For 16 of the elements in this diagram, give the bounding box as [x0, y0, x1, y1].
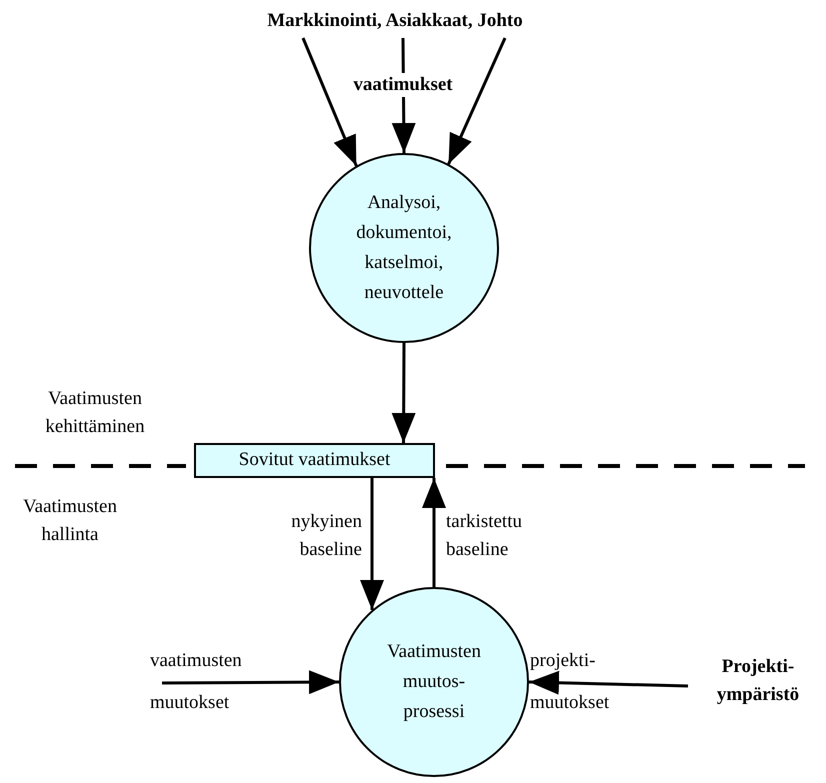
- arrow: [392, 343, 416, 443]
- edge-label: nykyinen baseline: [290, 510, 362, 562]
- arrow: [528, 670, 688, 695]
- edge-label: vaatimusten muutokset: [150, 649, 243, 715]
- arrow: [162, 670, 339, 694]
- arrow: [447, 37, 506, 165]
- source-label: Markkinointi, Asiakkaat, Johto: [200, 6, 590, 36]
- arrow: [360, 478, 384, 610]
- section-label: Vaatimusten kehittäminen: [44, 387, 146, 439]
- source-label: Projekti- ympäristö: [690, 652, 826, 710]
- arrow: [302, 37, 358, 166]
- data-store-box: Sovitut vaatimukset: [194, 443, 435, 478]
- arrow: [422, 478, 446, 587]
- section-label: Vaatimusten hallinta: [22, 495, 118, 547]
- edge-label: projekti- muutokset: [530, 649, 610, 715]
- edge-label: tarkistettu baseline: [446, 510, 523, 562]
